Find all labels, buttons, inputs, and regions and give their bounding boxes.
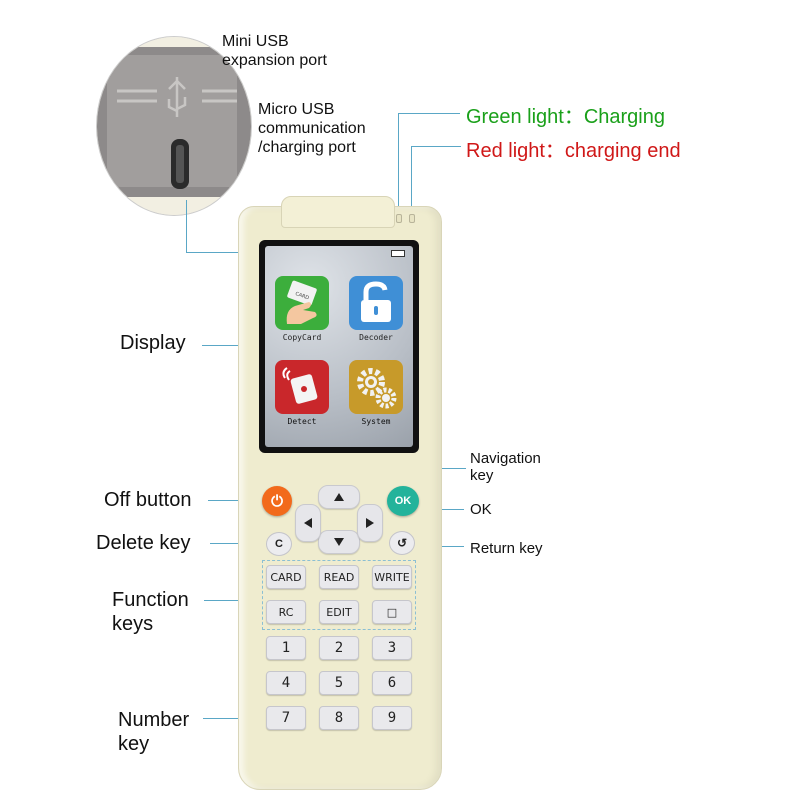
number-key-4[interactable]: 4 [266, 671, 306, 695]
ok-button-label: OK [394, 495, 412, 507]
number-key-1[interactable]: 1 [266, 636, 306, 660]
label-function-keys: Function keys [112, 589, 189, 635]
leader-line-display [202, 345, 260, 346]
label-green-light: Green light：Charging [466, 106, 665, 128]
ok-button[interactable]: OK [387, 486, 419, 516]
port-zoom-inset [96, 36, 252, 216]
function-key-card[interactable]: CARD [266, 565, 306, 589]
label-return-key: Return key [470, 540, 543, 557]
device-top-cap [281, 196, 395, 228]
tile-decoder[interactable] [349, 276, 403, 330]
tile-label-system: System [361, 417, 391, 426]
tile-system[interactable] [349, 360, 403, 414]
number-key-5[interactable]: 5 [319, 671, 359, 695]
green-led-indicator [396, 214, 402, 223]
gears-icon [357, 368, 397, 409]
return-icon: ↺ [396, 536, 408, 550]
number-key-7[interactable]: 7 [266, 706, 306, 730]
nav-down-button[interactable] [318, 530, 360, 554]
delete-key[interactable]: C [266, 532, 292, 556]
label-off-button: Off button [104, 489, 192, 511]
arrow-left-icon [304, 518, 312, 528]
tile-detect[interactable] [275, 360, 329, 414]
battery-icon [391, 250, 405, 257]
red-led-indicator [409, 214, 415, 223]
function-key-square[interactable]: □ [372, 600, 412, 624]
rfid-detect-icon [282, 367, 318, 404]
number-key-3[interactable]: 3 [372, 636, 412, 660]
label-micro-usb: Micro USB communication /charging port [258, 101, 366, 156]
tile-label-decoder: Decoder [359, 333, 393, 342]
tile-label-detect: Detect [287, 417, 317, 426]
label-number-key: Number key [118, 709, 190, 755]
arrow-down-icon [334, 538, 344, 546]
display-screen: CARD CopyCard Decoder Detect Syst [265, 246, 413, 447]
unlock-icon [361, 281, 391, 322]
power-off-button[interactable]: ⏻ [262, 486, 292, 516]
port-closeup-illustration [97, 37, 251, 215]
leader-line-green-light-h [398, 113, 460, 114]
nav-up-button[interactable] [318, 485, 360, 509]
delete-key-label: C [275, 538, 283, 550]
nav-right-button[interactable] [357, 504, 383, 542]
card-hand-icon: CARD [286, 280, 317, 324]
label-ok: OK [470, 501, 492, 518]
leader-line-micro-usb-h [186, 252, 240, 253]
function-key-edit[interactable]: EDIT [319, 600, 359, 624]
number-key-2[interactable]: 2 [319, 636, 359, 660]
arrow-right-icon [366, 518, 374, 528]
leader-line-micro-usb [186, 200, 187, 252]
power-icon: ⏻ [271, 492, 283, 510]
label-delete-key: Delete key [96, 532, 191, 554]
label-display: Display [120, 332, 186, 354]
number-key-6[interactable]: 6 [372, 671, 412, 695]
label-mini-usb: Mini USB expansion port [222, 33, 327, 69]
number-key-9[interactable]: 9 [372, 706, 412, 730]
arrow-up-icon [334, 493, 344, 501]
nav-left-button[interactable] [295, 504, 321, 542]
function-keys-outline [262, 560, 416, 630]
leader-line-off [208, 500, 260, 501]
leader-line-number [203, 718, 265, 719]
leader-line-ok [420, 509, 464, 510]
return-key[interactable]: ↺ [389, 531, 415, 555]
label-red-light: Red light：charging end [466, 140, 681, 162]
leader-line-function [204, 600, 264, 601]
leader-line-red-light [411, 146, 412, 218]
leader-line-red-light-h [411, 146, 461, 147]
tile-label-copycard: CopyCard [282, 333, 322, 342]
card-text: CARD [294, 291, 310, 302]
tile-copycard[interactable]: CARD [275, 276, 329, 330]
number-key-8[interactable]: 8 [319, 706, 359, 730]
function-key-read[interactable]: READ [319, 565, 359, 589]
function-key-write[interactable]: WRITE [372, 565, 412, 589]
leader-line-green-light [398, 113, 399, 217]
label-navigation-key: Navigation key [470, 450, 541, 484]
function-key-rc[interactable]: RC [266, 600, 306, 624]
